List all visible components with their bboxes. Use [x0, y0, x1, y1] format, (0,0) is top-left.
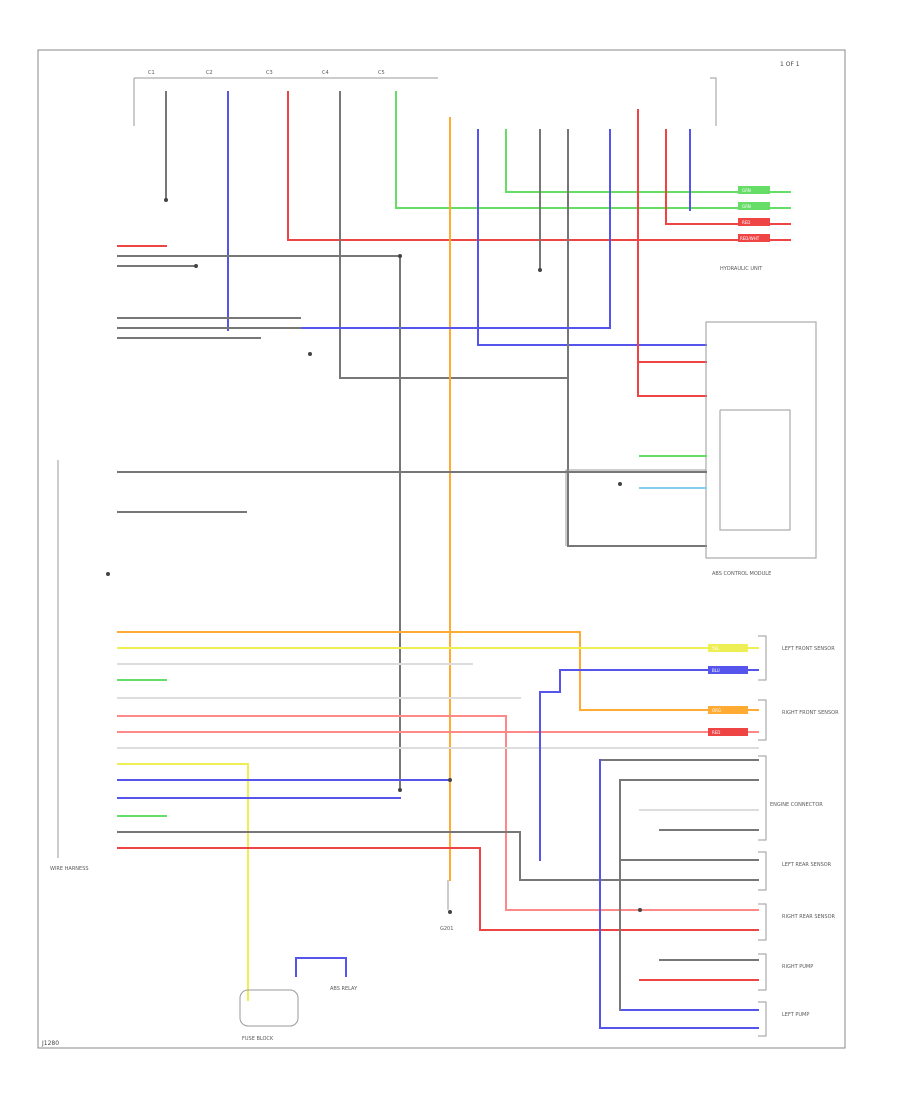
connector-c1-label: C1 — [148, 70, 155, 76]
wire-c4 — [339, 91, 567, 379]
right-rear-sensor-label: RIGHT REAR SENSOR — [782, 914, 836, 920]
fuse-block-box — [239, 989, 299, 1027]
connector-c3-label: C3 — [266, 70, 273, 76]
wire-harness-label: WIRE HARNESS — [50, 866, 89, 872]
connector-c4-label: C4 — [322, 70, 329, 76]
diagram-frame — [37, 49, 846, 1049]
footer-code: J1280 — [41, 1040, 59, 1047]
abs-module-box — [705, 321, 817, 559]
svg-text:GRN: GRN — [742, 188, 751, 193]
mid-harness — [117, 455, 707, 513]
ground-label: G201 — [440, 926, 453, 932]
wire-yellow-2 — [117, 763, 249, 951]
right-components: LEFT FRONT SENSOR RIGHT FRONT SENSOR ENG… — [758, 635, 839, 1037]
wire-pink-1 — [117, 715, 759, 911]
junction-dots — [106, 198, 642, 912]
abs-module: ABS CONTROL MODULE HYDRAULIC UNIT — [565, 266, 817, 577]
lower-harness — [117, 631, 759, 951]
wire-tags: GRN GRN RED RED/WHT YEL BLU ORG RED — [708, 186, 770, 736]
svg-text:RED/WHT: RED/WHT — [740, 236, 760, 241]
svg-text:BLU: BLU — [712, 668, 720, 673]
fuse-block-label: FUSE BLOCK — [242, 1036, 274, 1042]
left-rear-sensor-label: LEFT REAR SENSOR — [782, 862, 832, 868]
top-vertical-wires — [165, 91, 791, 881]
abs-module-label: ABS CONTROL MODULE — [712, 571, 771, 577]
diagram-title: 1 OF 1 — [780, 61, 800, 68]
wire-c3 — [287, 91, 791, 241]
wire-blue-long — [477, 129, 707, 346]
right-front-sensor-label: RIGHT FRONT SENSOR — [782, 710, 839, 716]
wire-red-top — [637, 109, 707, 397]
wire-black-top-2 — [567, 129, 707, 547]
svg-text:RED: RED — [712, 730, 720, 735]
engine-connector-label: ENGINE CONNECTOR — [770, 802, 823, 808]
wire-red-top-2 — [665, 129, 791, 225]
top-connector-group: C1 C2 C3 C4 C5 — [133, 70, 717, 126]
wire-black-low — [117, 831, 759, 881]
ground-symbol — [448, 910, 452, 914]
svg-text:RED: RED — [742, 220, 750, 225]
right-sensor-wiring — [539, 669, 759, 1029]
svg-text:ORG: ORG — [712, 708, 721, 713]
connector-c5-label: C5 — [378, 70, 385, 76]
wire-blue-top — [227, 129, 611, 329]
abs-relay-label: ABS RELAY — [330, 986, 358, 992]
wire-c5 — [395, 91, 791, 209]
svg-text:YEL: YEL — [711, 646, 720, 651]
svg-text:GRN: GRN — [742, 204, 751, 209]
right-pump-label: RIGHT PUMP — [782, 964, 813, 970]
left-pump-label: LEFT PUMP — [782, 1012, 809, 1018]
connector-c2-label: C2 — [206, 70, 213, 76]
bottom-components: FUSE BLOCK ABS RELAY G201 WIRE HARNESS — [50, 460, 453, 1042]
wire-green-top — [505, 129, 791, 193]
hydraulic-unit-label: HYDRAULIC UNIT — [720, 266, 763, 272]
left-front-sensor-label: LEFT FRONT SENSOR — [782, 646, 835, 652]
